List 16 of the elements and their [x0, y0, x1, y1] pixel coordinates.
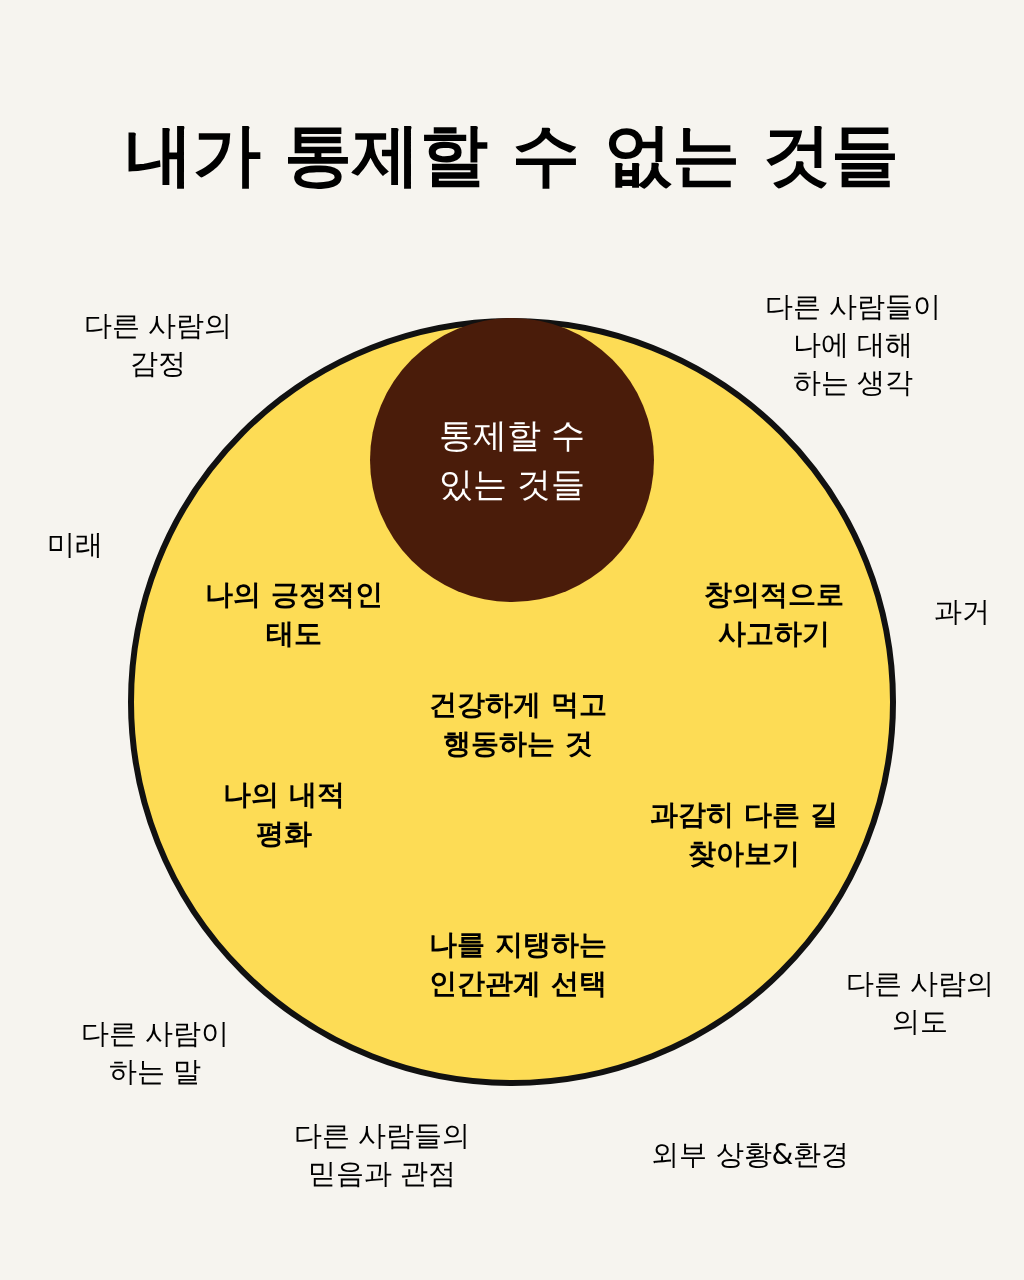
item-text: 나의 내적 평화 [194, 774, 374, 854]
item-text: 나의 긍정적인 태도 [189, 574, 399, 654]
item-text: 창의적으로 사고하기 [679, 574, 869, 654]
outside-label: 다른 사람들의 믿음과 관점 [292, 1118, 472, 1192]
outside-label: 다른 사람들이 나에 대해 하는 생각 [763, 289, 943, 401]
outside-label: 다른 사람이 하는 말 [79, 1016, 231, 1090]
title: 내가 통제할 수 없는 것들 [123, 114, 901, 196]
item-text: 나를 지탱하는 인간관계 선택 [403, 924, 633, 1004]
circle-label: 통제할 수 있는 것들 [437, 413, 587, 506]
outside-label: 다른 사람의 감정 [82, 308, 234, 382]
item-text: 건강하게 먹고 행동하는 것 [403, 684, 633, 764]
outside-label: 다른 사람의 의도 [844, 966, 996, 1040]
outside-label: 외부 상황&환경 [649, 1137, 851, 1174]
outside-label: 미래 [46, 527, 104, 564]
item-text: 과감히 다른 길 찾아보기 [629, 794, 859, 874]
outside-label: 과거 [933, 594, 991, 631]
